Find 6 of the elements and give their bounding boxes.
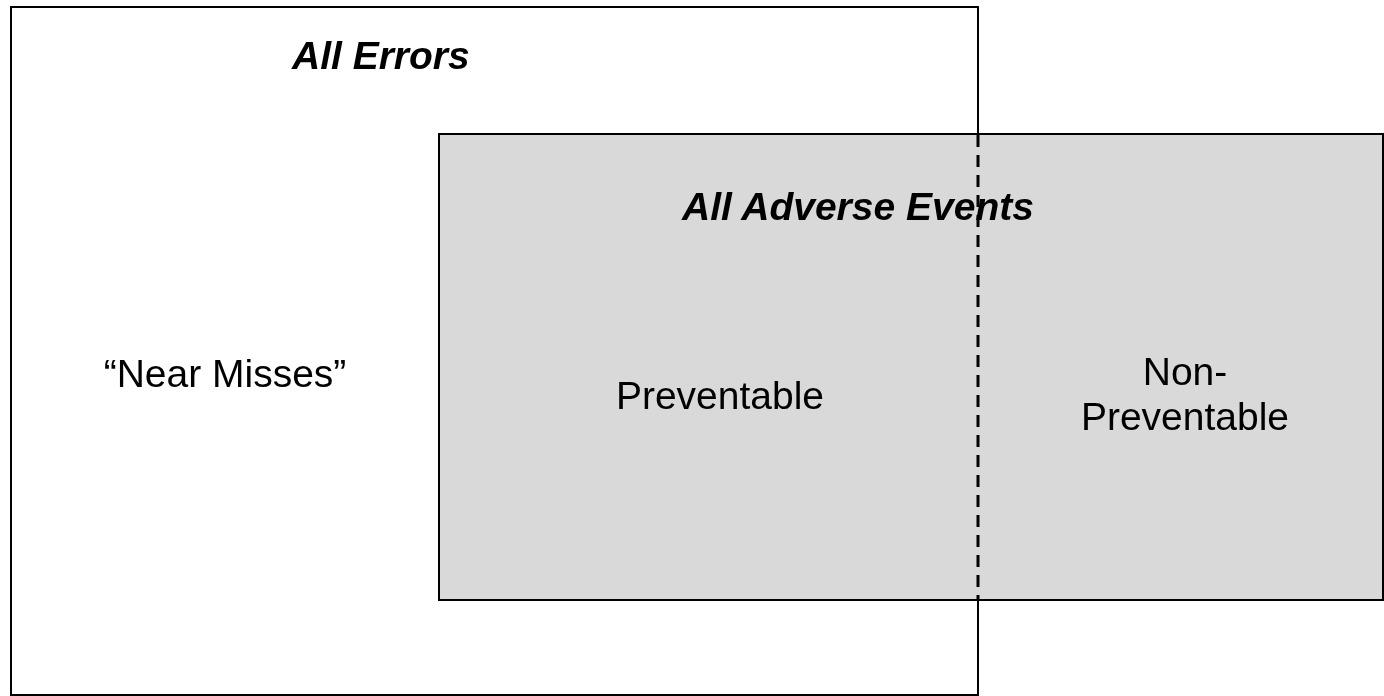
region-label: “Near Misses” [102, 352, 348, 397]
region-label: Non-Preventable [1079, 350, 1291, 440]
set-title: All Adverse Events [682, 185, 1034, 229]
set-box [438, 133, 1384, 601]
set-title: All Errors [292, 34, 470, 78]
region-label: Preventable [614, 374, 826, 419]
